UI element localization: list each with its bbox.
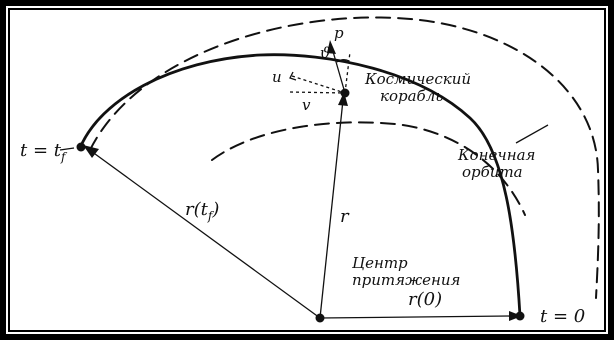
label-p: p [334,24,344,42]
vector-r [319,99,344,319]
label-t-zero: t = 0 [540,306,585,327]
label-spacecraft-line1: Космический [364,70,471,88]
label-t-final: t = tf [20,140,68,164]
thrust-vector-p [331,47,346,94]
label-theta: ϑ [320,44,331,62]
u-arrow-tick [289,71,297,81]
center-of-attraction-point [315,313,325,323]
initial-position-point [515,311,525,321]
label-center-line1: Центр [352,254,408,272]
initial-orbit-dashed [211,121,526,216]
label-spacecraft-line2: корабль [380,87,443,105]
vector-r-final [90,150,321,319]
label-final-orbit-line2: орбита [462,163,523,181]
final-orbit-dashed [89,16,600,299]
label-u: u [272,68,282,86]
tf-marker-line [59,147,75,151]
final-orbit-leader [515,124,549,144]
inner-frame [8,8,606,332]
label-final-orbit-line1: Конечная [457,146,535,164]
thrust-vector-arrowhead [327,40,336,54]
vector-r-zero [319,315,513,319]
label-r-final: r(tf) [185,199,219,223]
label-r: r [340,206,350,227]
label-center-line2: притяжения [352,271,460,289]
vector-r-arrowhead [338,92,348,106]
label-v: v [302,96,311,114]
transfer-trajectory [78,53,522,318]
u-component-dashed [291,75,346,94]
theta-angle-arc [336,59,350,63]
final-position-point [76,142,86,152]
label-r-zero: r(0) [408,289,442,310]
local-vertical-dashed [344,51,351,94]
v-component-dashed [289,91,345,94]
vector-r-final-arrowhead [83,145,99,158]
